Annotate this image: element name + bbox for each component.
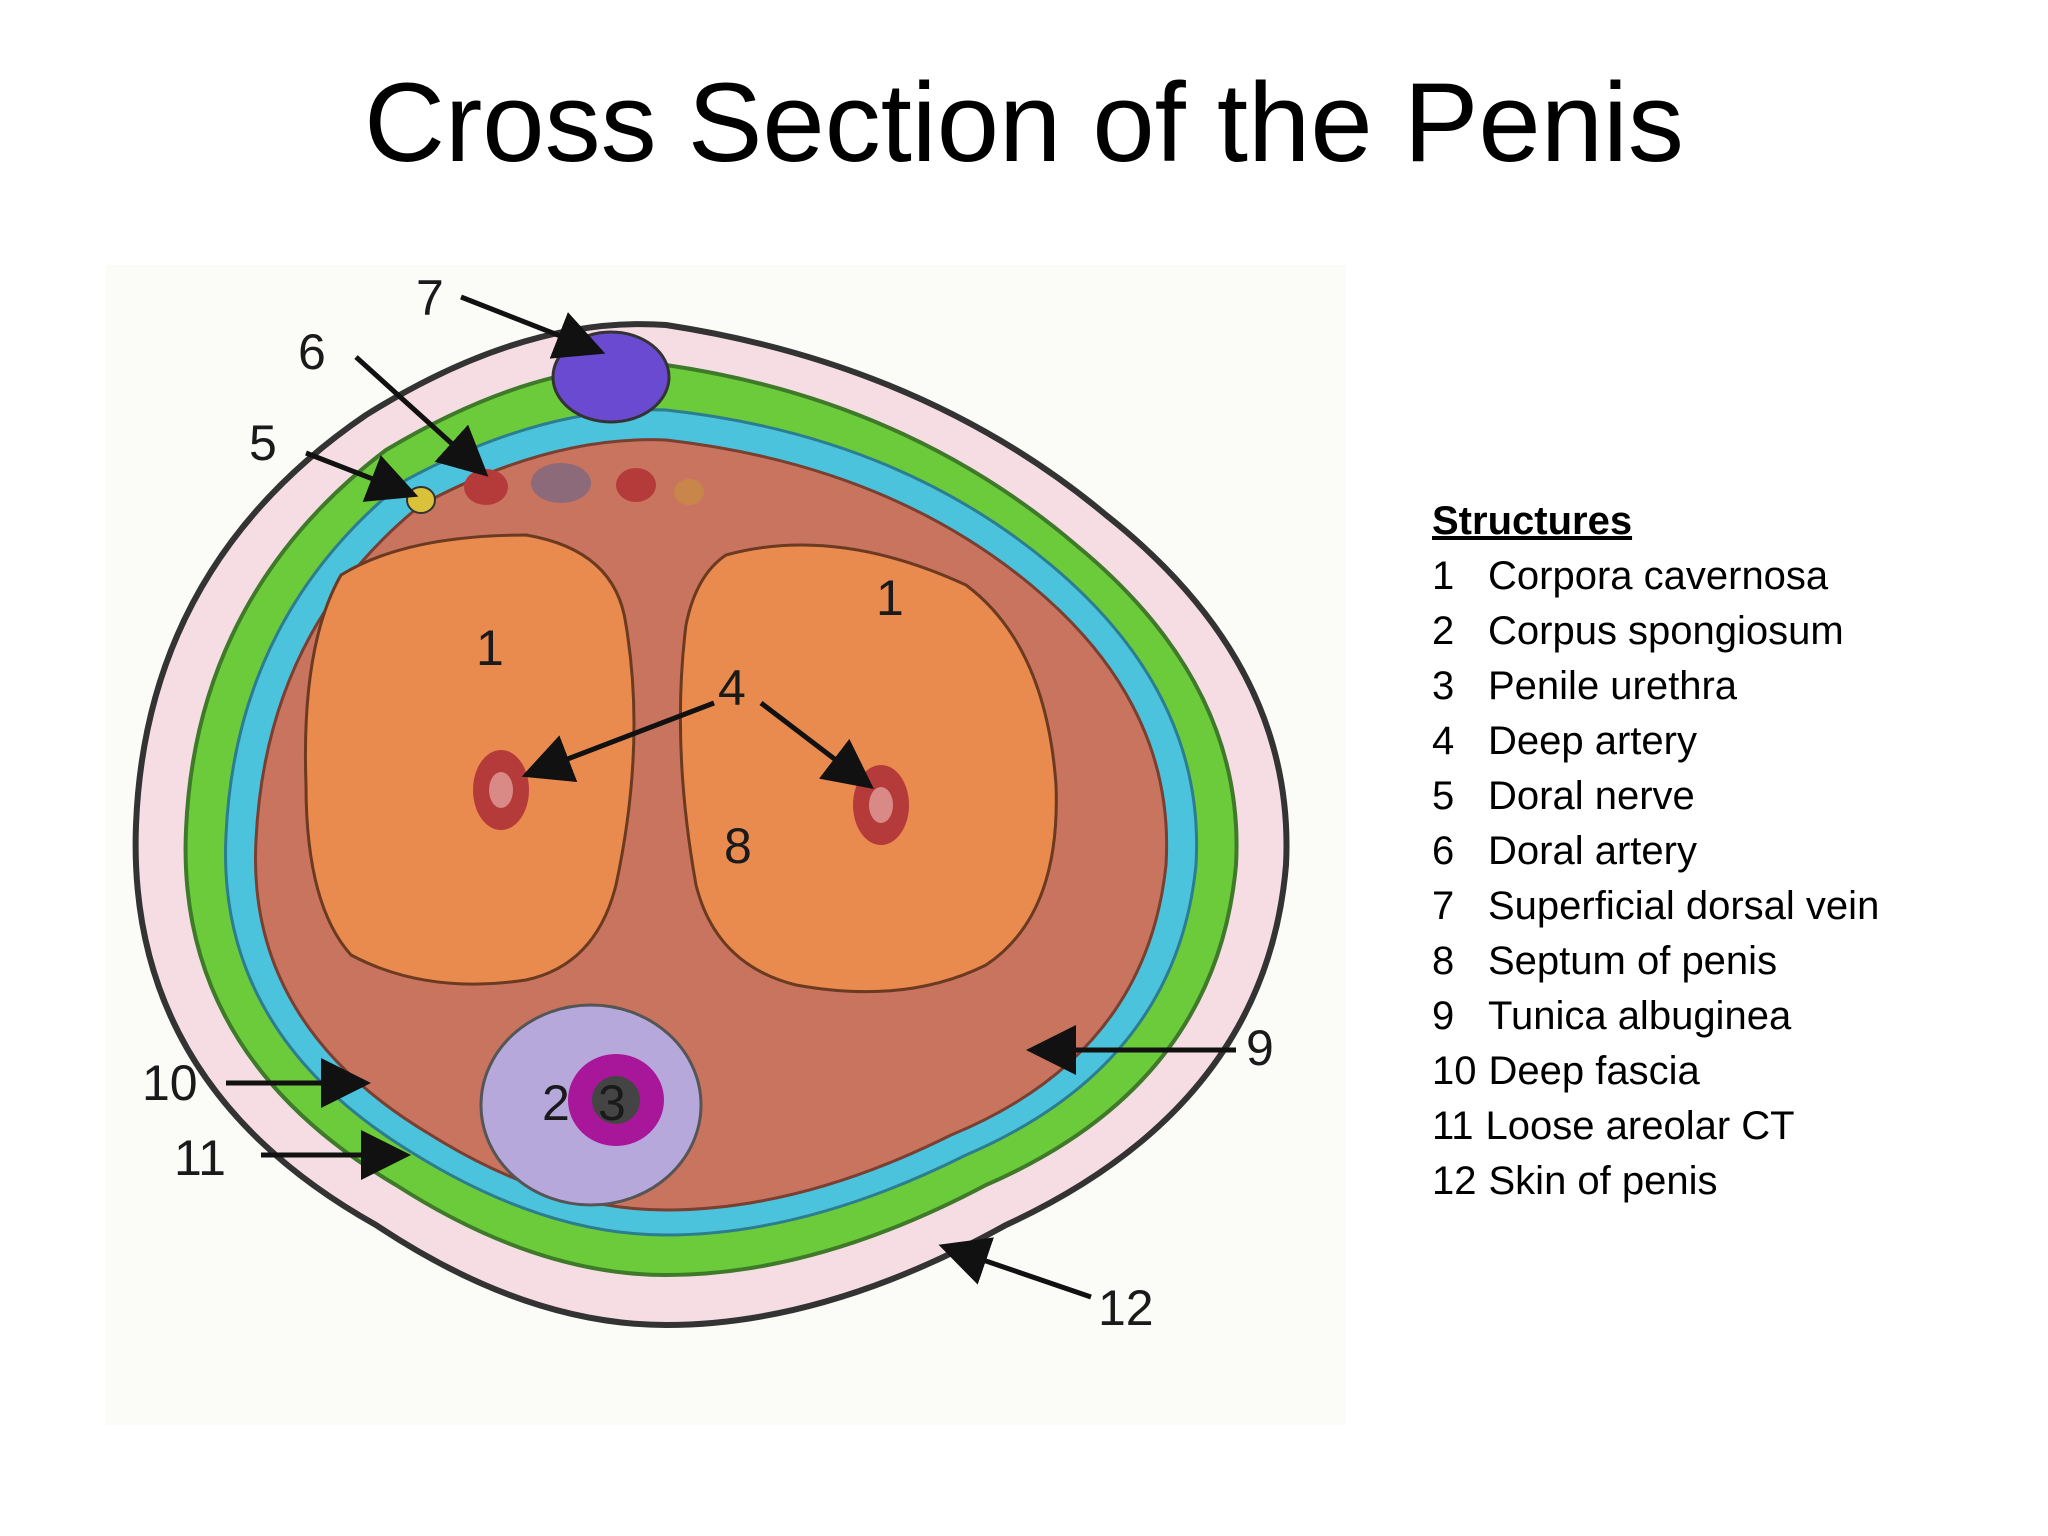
legend-item: 3 Penile urethra	[1432, 659, 1992, 714]
legend-item-text: Corpora cavernosa	[1488, 554, 1829, 598]
arrow-4-right	[759, 701, 874, 790]
label-4: 4	[718, 660, 746, 716]
legend-item-text: Deep fascia	[1488, 1049, 1700, 1093]
legend-item-text: Septum of penis	[1488, 939, 1778, 983]
legend-item-text: Corpus spongiosum	[1488, 609, 1844, 653]
legend-item-text: Superficial dorsal vein	[1488, 884, 1880, 928]
legend-item: 1 Corpora cavernosa	[1432, 549, 1992, 604]
legend-item: 6 Doral artery	[1432, 824, 1992, 879]
dorsal-artery	[464, 469, 508, 505]
legend-item-text: Tunica albuginea	[1488, 994, 1792, 1038]
legend-item-number: 2	[1432, 609, 1455, 653]
dorsal-nerve-right	[674, 479, 704, 505]
legend-item: 5 Doral nerve	[1432, 769, 1992, 824]
legend-item-number: 11	[1432, 1104, 1474, 1148]
deep-artery-left-lumen	[489, 772, 513, 808]
label-5: 5	[249, 415, 277, 471]
legend-item-number: 8	[1432, 939, 1455, 983]
legend-item-number: 10	[1432, 1049, 1477, 1093]
label-6: 6	[298, 324, 326, 380]
arrow-12	[938, 1237, 1092, 1300]
arrow-6	[354, 355, 489, 477]
legend-item-number: 1	[1432, 554, 1455, 598]
legend-item: 2 Corpus spongiosum	[1432, 604, 1992, 659]
legend-heading: Structures	[1432, 499, 1633, 543]
legend-item-number: 9	[1432, 994, 1455, 1038]
legend-list: 1 Corpora cavernosa 2 Corpus spongiosum 3 Pen…	[1432, 549, 1992, 1209]
corpus-cavernosum-left	[303, 533, 636, 986]
label-10: 10	[142, 1055, 198, 1111]
legend-item-number: 6	[1432, 829, 1455, 873]
arrow-7	[460, 294, 606, 359]
legend-item-text: Deep artery	[1488, 719, 1697, 763]
slide-title: Cross Section of the Penis	[364, 60, 1684, 185]
legend-item-text: Loose areolar CT	[1485, 1104, 1795, 1148]
legend-item-text: Penile urethra	[1488, 664, 1738, 708]
dorsal-artery-right	[616, 468, 656, 502]
superficial-dorsal-vein	[551, 330, 671, 424]
label-11: 11	[174, 1130, 226, 1186]
label-7: 7	[416, 270, 444, 326]
legend-item-number: 4	[1432, 719, 1455, 763]
deep-artery-right-lumen	[869, 787, 893, 823]
legend-item: 4 Deep artery	[1432, 714, 1992, 769]
structures-legend: Structures 1 Corpora cavernosa 2 Corpus spo…	[1432, 494, 1992, 1209]
penile-urethra-lumen	[592, 1076, 640, 1124]
legend-item: 9 Tunica albuginea	[1432, 989, 1992, 1044]
label-12: 12	[1098, 1280, 1154, 1336]
deep-dorsal-vein	[531, 463, 591, 503]
label-1-right: 1	[876, 570, 904, 626]
legend-item-number: 12	[1432, 1159, 1477, 1203]
label-3: 3	[598, 1075, 626, 1131]
legend-item-number: 3	[1432, 664, 1455, 708]
legend-item: 7 Superficial dorsal vein	[1432, 879, 1992, 934]
label-2: 2	[542, 1075, 570, 1131]
cross-section-illustration: 7 6 5 1 1 4 8 9 10 11 2 3 12	[106, 265, 1346, 1425]
legend-item: 8 Septum of penis	[1432, 934, 1992, 989]
label-9: 9	[1246, 1020, 1274, 1076]
legend-item-number: 5	[1432, 774, 1455, 818]
arrow-4-left	[521, 700, 715, 783]
legend-item-text: Doral artery	[1488, 829, 1697, 873]
arrow-5	[305, 450, 419, 502]
legend-item-text: Skin of penis	[1488, 1159, 1718, 1203]
cross-section-svg: 7 6 5 1 1 4 8 9 10 11 2 3 12	[106, 265, 1346, 1425]
label-1-left: 1	[476, 620, 504, 676]
dorsal-nerve	[406, 486, 436, 514]
legend-item-text: Doral nerve	[1488, 774, 1695, 818]
legend-item-number: 7	[1432, 884, 1455, 928]
label-8: 8	[724, 818, 752, 874]
